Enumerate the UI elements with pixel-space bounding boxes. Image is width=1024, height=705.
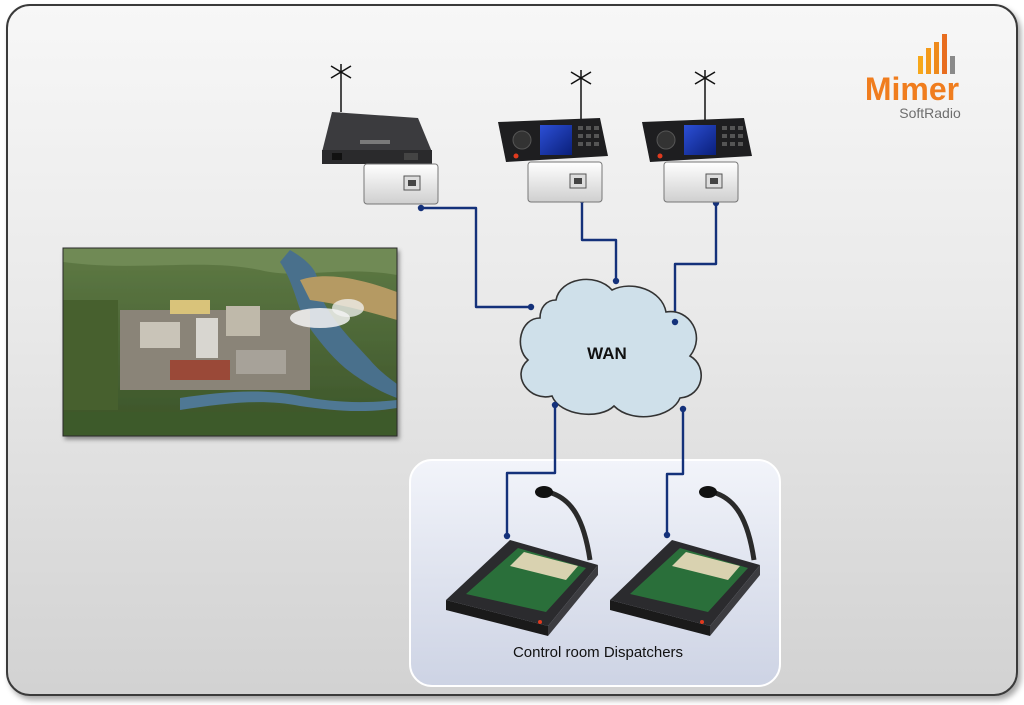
cable-mobile-radio-1 bbox=[580, 200, 618, 281]
microphone-icon bbox=[699, 486, 757, 561]
antenna-icon bbox=[694, 70, 716, 120]
mobile-radio-icon-2 bbox=[642, 70, 752, 162]
wan-cloud-icon bbox=[519, 278, 702, 418]
logo-product: SoftRadio bbox=[899, 105, 961, 121]
cable-dispatcher-2 bbox=[665, 409, 685, 535]
radio-gateway-icon-3 bbox=[663, 161, 739, 203]
mobile-radio-icon-1 bbox=[498, 70, 608, 162]
antenna-icon bbox=[570, 70, 592, 120]
wan-label: WAN bbox=[587, 344, 627, 363]
base-station-icon bbox=[322, 64, 432, 164]
dispatcher-console-icon-2 bbox=[610, 486, 760, 636]
cable-mobile-radio-2 bbox=[673, 203, 718, 322]
logo-brand: Mimer bbox=[865, 71, 959, 107]
radio-gateway-icon-1 bbox=[363, 163, 439, 205]
antenna-icon bbox=[330, 64, 352, 112]
dispatcher-console-icon-1 bbox=[446, 486, 598, 636]
industrial-site-photo bbox=[62, 247, 398, 437]
radio-gateway-icon-2 bbox=[527, 161, 603, 203]
network-cables bbox=[421, 200, 718, 536]
mimer-softradio-logo: Mimer SoftRadio bbox=[865, 34, 961, 121]
control-room-label: Control room Dispatchers bbox=[513, 644, 683, 661]
microphone-icon bbox=[535, 486, 593, 561]
cable-dispatcher-1 bbox=[505, 405, 557, 536]
cable-base-station bbox=[421, 206, 531, 309]
signal-bars-icon bbox=[918, 34, 955, 74]
